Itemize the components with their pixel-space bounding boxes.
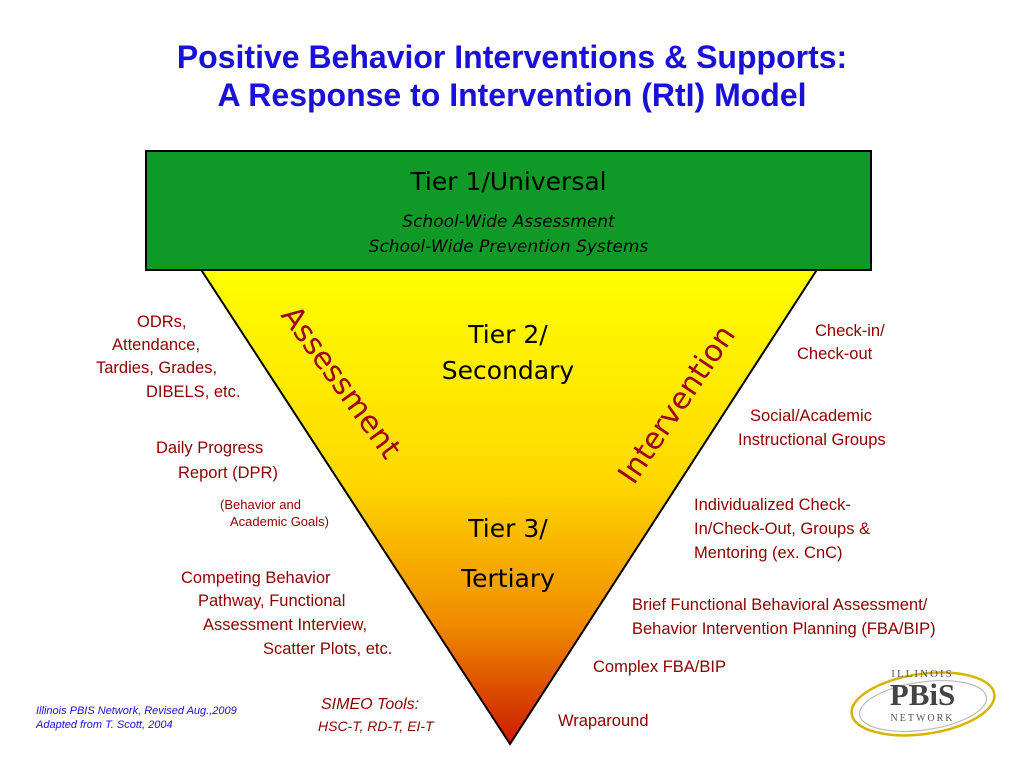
- odrs-line-2: Attendance,: [112, 336, 201, 354]
- competing-line-1: Competing Behavior: [181, 569, 331, 587]
- simeo-line-2: HSC-T, RD-T, EI-T: [318, 718, 434, 734]
- tier2-line-1: Tier 2/: [468, 320, 548, 349]
- tier3-line-2: Tertiary: [461, 564, 555, 593]
- brief-fba-line-1: Brief Functional Behavioral Assessment/: [632, 596, 928, 614]
- tier1-sub-line-1: School-Wide Assessment: [402, 212, 615, 232]
- individualized-line-2: In/Check-Out, Groups &: [694, 520, 871, 538]
- footer-line-2: Adapted from T. Scott, 2004: [36, 719, 173, 731]
- tier3-line-1: Tier 3/: [468, 514, 548, 543]
- dpr-line-1: Daily Progress: [156, 439, 264, 457]
- dpr-note-line-1: (Behavior and: [220, 497, 301, 512]
- logo-bottom-text: NETWORK: [890, 713, 955, 724]
- title-line-1: Positive Behavior Interventions & Suppor…: [176, 39, 848, 75]
- brief-fba-line-2: Behavior Intervention Planning (FBA/BIP): [632, 620, 936, 638]
- social-line-2: Instructional Groups: [738, 431, 886, 449]
- tier1-sub-line-2: School-Wide Prevention Systems: [368, 237, 649, 257]
- dpr-note-line-2: Academic Goals): [230, 514, 329, 529]
- wraparound-label: Wraparound: [558, 712, 649, 730]
- dpr-line-2: Report (DPR): [178, 464, 278, 482]
- title-line-2: A Response to Intervention (RtI) Model: [217, 77, 807, 113]
- page-title: Positive Behavior Interventions & Suppor…: [0, 38, 1024, 114]
- competing-line-4: Scatter Plots, etc.: [263, 640, 393, 658]
- simeo-line-1: SIMEO Tools:: [321, 696, 420, 713]
- tier1-heading: Tier 1/Universal: [410, 167, 607, 196]
- competing-line-2: Pathway, Functional: [198, 592, 346, 610]
- individualized-line-3: Mentoring (ex. CnC): [694, 544, 843, 562]
- tier3-label: Tier 3/ Tertiary: [408, 504, 608, 604]
- complex-fba-label: Complex FBA/BIP: [593, 658, 726, 676]
- illinois-pbis-network-logo: ILLINOIS PBiS NETWORK: [845, 660, 1000, 740]
- odrs-line-3: Tardies, Grades,: [96, 359, 218, 377]
- social-line-1: Social/Academic: [750, 407, 872, 425]
- tier2-label: Tier 2/ Secondary: [408, 317, 608, 389]
- logo-swoosh-icon: [850, 671, 996, 737]
- checkin-line-1: Check-in/: [815, 322, 885, 340]
- logo-top-text: ILLINOIS: [891, 668, 954, 680]
- odrs-line-1: ODRs,: [137, 313, 187, 331]
- odrs-line-4: DIBELS, etc.: [146, 383, 241, 401]
- footer-line-1: Illinois PBIS Network, Revised Aug.,2009: [36, 705, 237, 717]
- checkin-line-2: Check-out: [797, 345, 873, 363]
- tier1-box: [145, 150, 872, 271]
- tier1-subtext: School-Wide Assessment School-Wide Preve…: [146, 210, 871, 260]
- competing-line-3: Assessment Interview,: [203, 616, 368, 634]
- logo-main-text: PBiS: [889, 677, 956, 712]
- footer-credit: Illinois PBIS Network, Revised Aug.,2009…: [36, 704, 237, 732]
- tier2-line-2: Secondary: [441, 356, 575, 385]
- individualized-line-1: Individualized Check-: [694, 496, 851, 514]
